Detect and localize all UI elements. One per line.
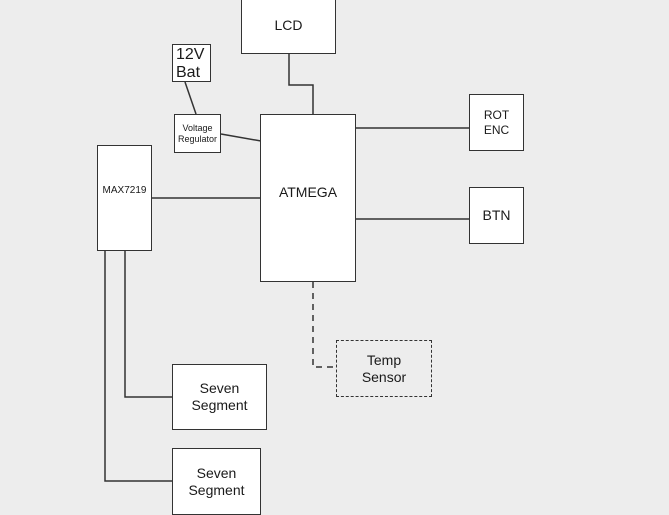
voltage-regulator-block: Voltage Regulator — [174, 114, 221, 153]
seven-segment-block-2: Seven Segment — [172, 448, 261, 515]
battery-block: 12V Bat — [172, 44, 211, 82]
lcd-block: LCD — [241, 0, 336, 54]
wire-atmega-temp-sensor — [312, 282, 336, 368]
button-block: BTN — [469, 187, 524, 244]
wire-max7219-segment2 — [104, 250, 172, 482]
rotary-encoder-block: ROT ENC — [469, 94, 524, 151]
wire-max7219-segment1 — [124, 250, 172, 398]
atmega-block: ATMEGA — [260, 114, 356, 282]
temp-sensor-block: Temp Sensor — [336, 340, 432, 397]
wire-regulator-atmega — [220, 133, 262, 142]
seven-segment-block-1: Seven Segment — [172, 364, 267, 430]
wire-battery-regulator — [184, 81, 197, 115]
max7219-block: MAX7219 — [97, 145, 152, 251]
wire-lcd-atmega — [288, 53, 314, 114]
